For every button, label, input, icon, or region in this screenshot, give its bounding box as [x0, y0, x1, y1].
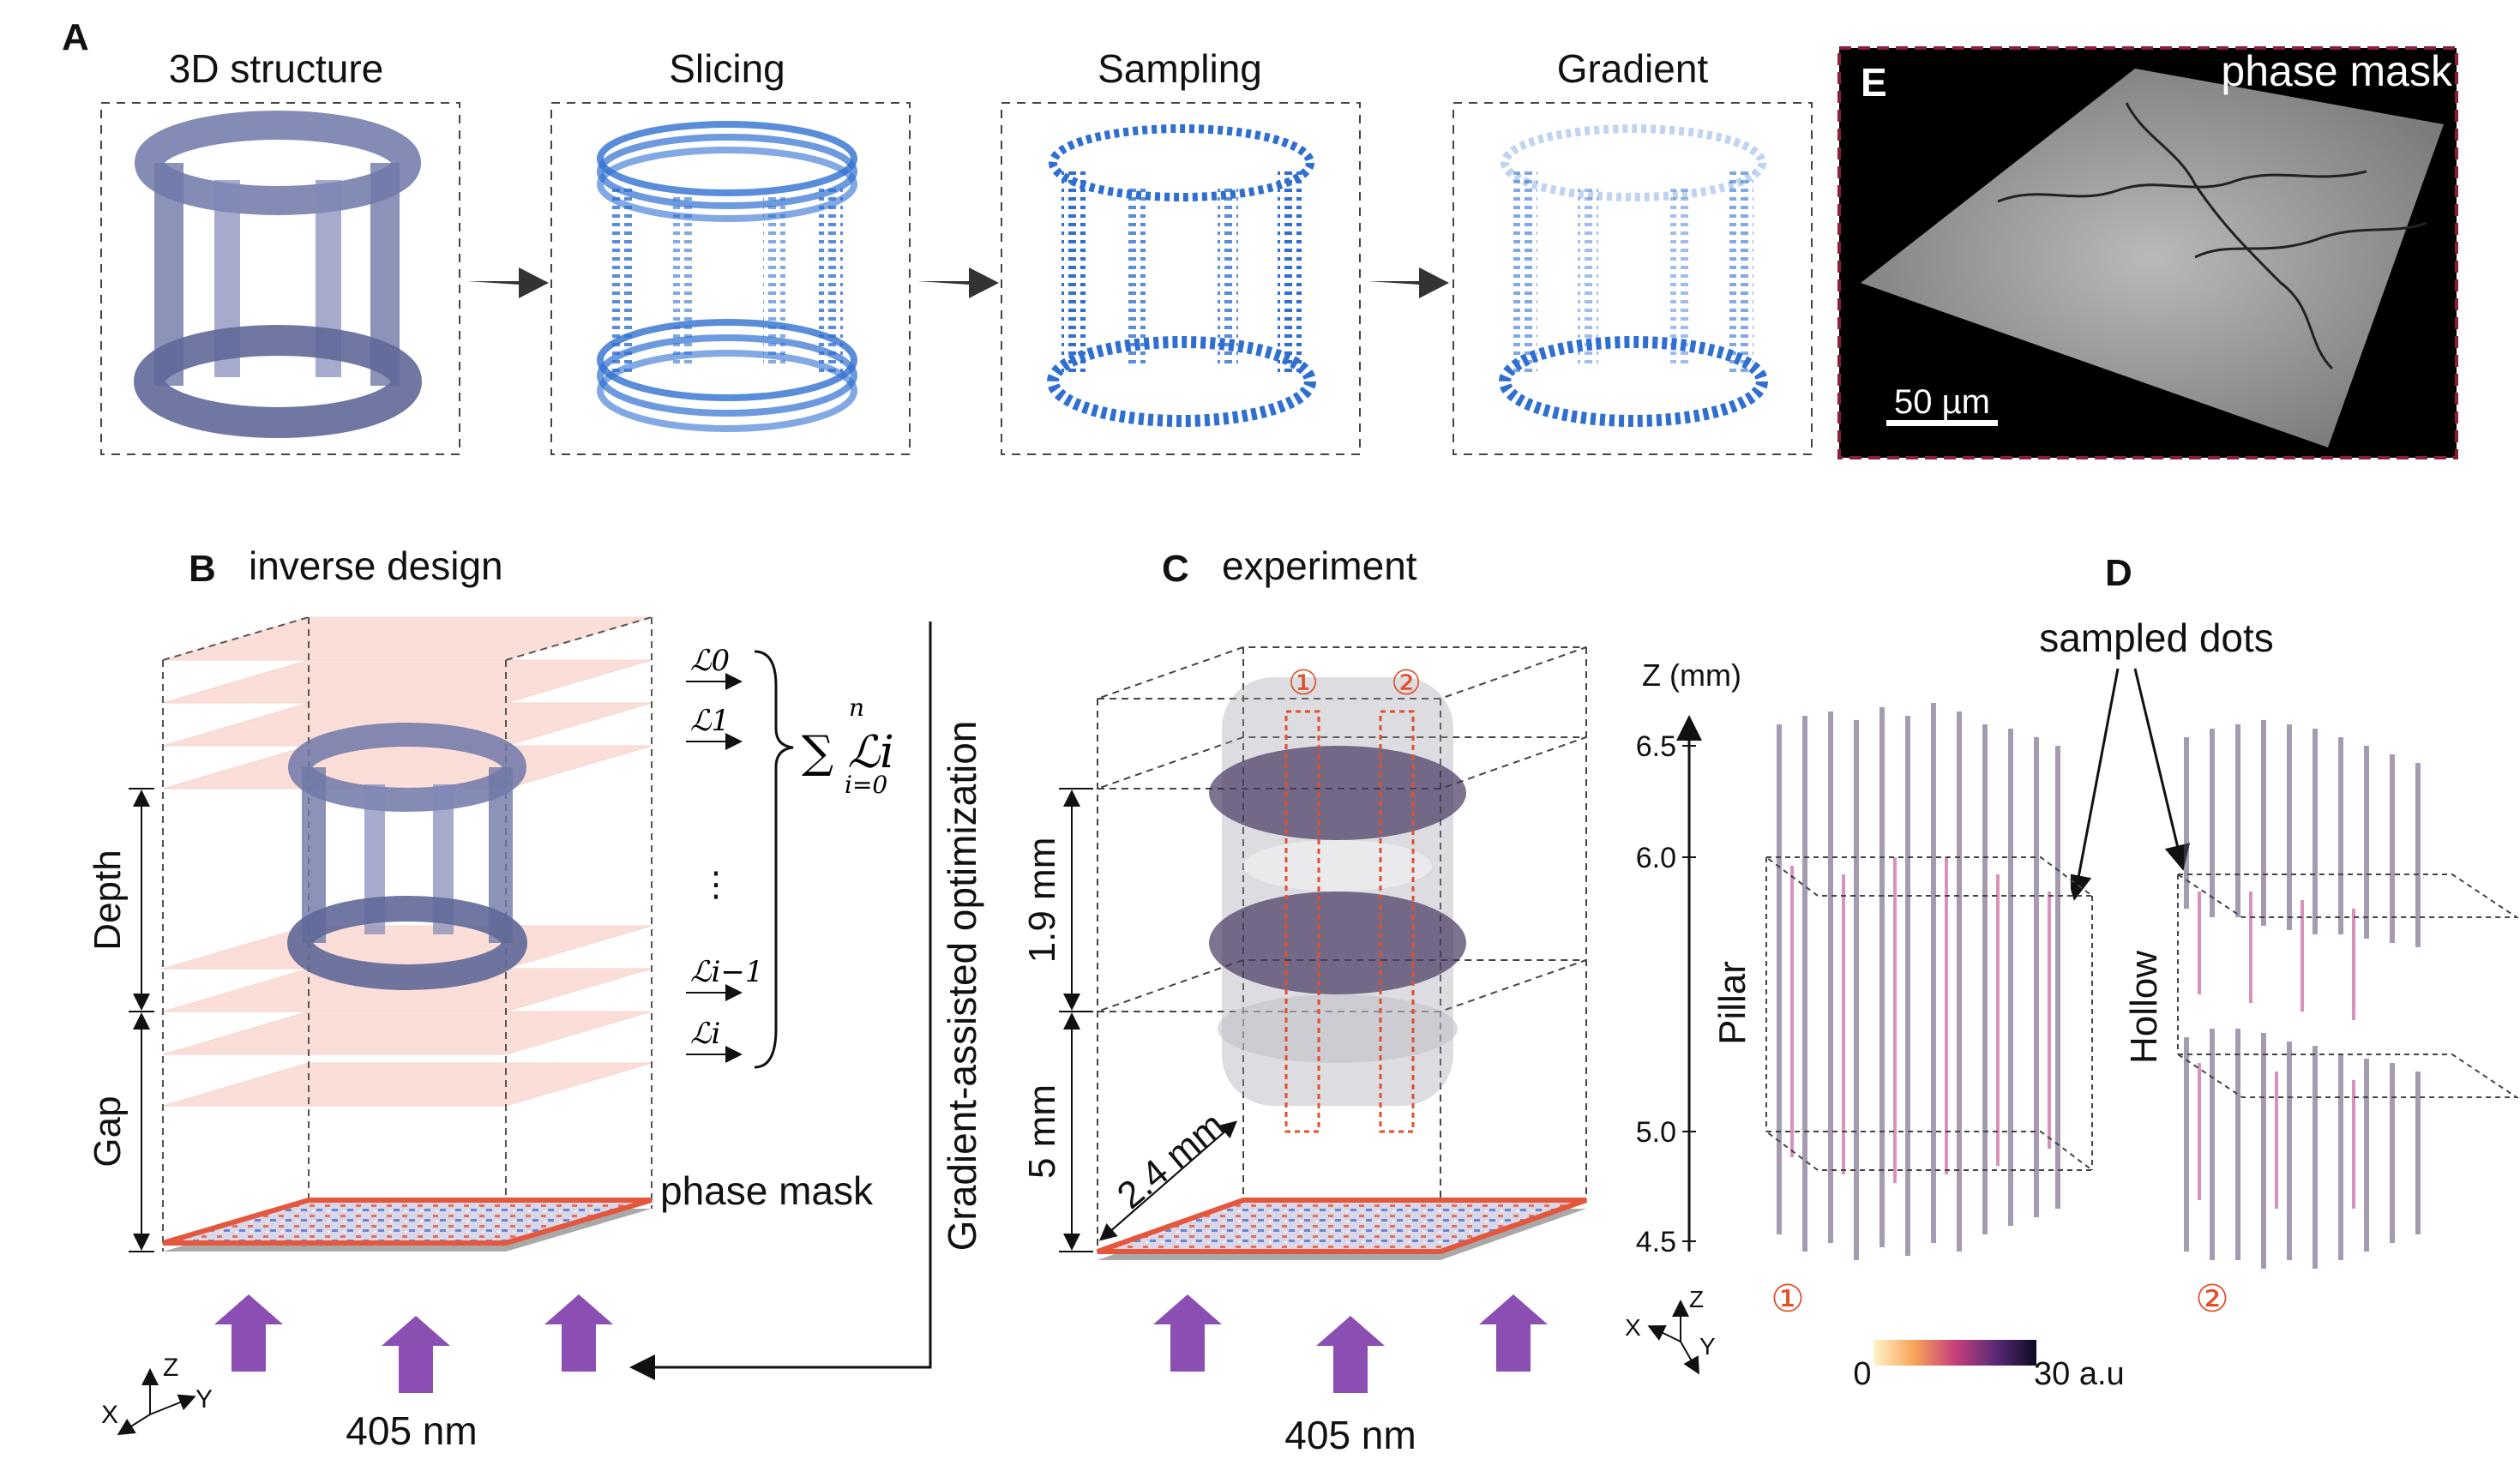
annotation-arrow-2	[2133, 668, 2191, 871]
panel-e: E phase mask 50 µm	[1837, 46, 2458, 459]
step-title-3d-structure: 3D structure	[169, 46, 384, 91]
panel-e-label: E	[1861, 60, 1887, 105]
panel-b-title: inverse design	[249, 543, 503, 588]
design-structure-icon	[287, 723, 527, 990]
arrow-a2-icon	[917, 267, 999, 298]
marker-1-d: ①	[1771, 1278, 1804, 1320]
cylinder-structure-icon	[134, 111, 422, 438]
step-3d-structure: 3D structure	[100, 46, 460, 455]
panel-c: C experiment ① ②	[1021, 543, 1587, 1457]
axis-y-b: Y	[195, 1385, 213, 1414]
panel-c-label: C	[1162, 548, 1189, 590]
pillar-label: Pillar	[1711, 961, 1753, 1045]
sampled-cylinder-icon	[1047, 124, 1316, 427]
loss-0: ℒ0	[690, 644, 730, 678]
crack-line-1	[1997, 170, 2367, 203]
light-arrows-b	[214, 1294, 613, 1393]
axes-icon-d	[1647, 1300, 1699, 1375]
crack-line-2	[2125, 102, 2334, 370]
scalebar	[1886, 420, 1998, 426]
sliced-cylinder-icon	[597, 121, 857, 432]
loss-i-minus-1: ℒi−1	[690, 955, 763, 989]
marker-2-c: ②	[1391, 664, 1422, 702]
step-title-sampling: Sampling	[1098, 46, 1262, 91]
axes-icon-b	[117, 1368, 196, 1436]
colorbar-min: 0	[1853, 1356, 1871, 1392]
crack-line-3	[2194, 221, 2427, 259]
sum-upper: n	[849, 693, 864, 722]
step-gradient: Gradient	[1452, 46, 1813, 455]
step-title-slicing: Slicing	[669, 46, 785, 91]
step-sampling: Sampling	[1001, 46, 1361, 455]
light-arrows-c	[1153, 1294, 1548, 1393]
wavelength-b: 405 nm	[346, 1408, 477, 1453]
axis-z-d: Z	[1689, 1286, 1704, 1312]
arrow-a3-icon	[1368, 267, 1449, 298]
marker-1-c: ①	[1288, 664, 1319, 702]
axis-x-b: X	[101, 1401, 118, 1429]
panel-b-label: B	[189, 548, 216, 590]
panel-d: D sampled dots Z (mm) 6.5 6.0 5.0 4.5	[1625, 552, 2520, 1392]
sum-brace	[754, 650, 794, 1069]
phase-mask-plate	[162, 1198, 653, 1252]
annotation-arrow-1	[2066, 668, 2120, 901]
panel-e-title: phase mask	[2221, 47, 2453, 95]
sum-lower: i=0	[845, 771, 887, 799]
colorbar-max: 30 a.u	[2034, 1356, 2125, 1392]
axis-y-d: Y	[1699, 1333, 1716, 1360]
axis-x-d: X	[1625, 1314, 1641, 1341]
optimization-label: Gradient-assisted optimization	[940, 721, 984, 1252]
step-slicing: Slicing	[550, 46, 911, 455]
colorbar	[1873, 1340, 2036, 1366]
panel-c-title: experiment	[1222, 543, 1417, 588]
z-axis-label: Z (mm)	[1642, 657, 1741, 693]
depth-gap-dimension	[129, 788, 154, 1252]
loss-arrows	[686, 673, 743, 1063]
z-axis-ticks	[1682, 745, 1696, 1242]
pillar-volume	[1762, 703, 2095, 1320]
loss-i: ℒi	[690, 1017, 720, 1051]
loss-ellipsis: ⋮	[699, 866, 733, 904]
hollow-volume	[2174, 720, 2520, 1269]
loss-1: ℒ1	[690, 704, 730, 738]
pink-layers	[162, 616, 653, 1107]
sampled-dots-annotation: sampled dots	[2039, 615, 2274, 660]
feedback-arrow	[629, 621, 932, 1380]
gradient-cylinder-icon	[1499, 124, 1768, 427]
hollow-label: Hollow	[2123, 951, 2165, 1064]
wavelength-c: 405 nm	[1284, 1413, 1416, 1457]
measured-volume	[1209, 677, 1466, 1106]
gap-label: Gap	[87, 1096, 129, 1167]
marker-2-d: ②	[2195, 1278, 2228, 1320]
sum-formula: ∑ ℒi	[802, 727, 894, 778]
dim-width-c: 2.4 mm	[1110, 1104, 1233, 1217]
z-tick-6-5: 6.5	[1636, 730, 1676, 763]
phase-mask-surface	[1861, 69, 2444, 447]
z-tick-5-0: 5.0	[1636, 1116, 1676, 1149]
panel-b: B inverse design	[87, 543, 984, 1453]
arrow-a1-icon	[467, 267, 549, 298]
dim-depth-c: 1.9 mm	[1021, 838, 1063, 964]
dim-gap-c: 5 mm	[1021, 1084, 1063, 1179]
experiment-dimensions	[1059, 788, 1238, 1252]
depth-label: Depth	[87, 850, 129, 950]
phase-mask-label: phase mask	[660, 1168, 874, 1213]
axis-z-b: Z	[163, 1354, 178, 1382]
step-title-gradient: Gradient	[1557, 46, 1709, 91]
z-tick-6-0: 6.0	[1636, 842, 1676, 874]
z-tick-4-5: 4.5	[1636, 1226, 1676, 1258]
panel-d-label: D	[2105, 552, 2132, 594]
panel-a-label: A	[62, 16, 89, 58]
scalebar-label: 50 µm	[1894, 383, 1990, 421]
experiment-mask-plate	[1097, 1198, 1587, 1260]
